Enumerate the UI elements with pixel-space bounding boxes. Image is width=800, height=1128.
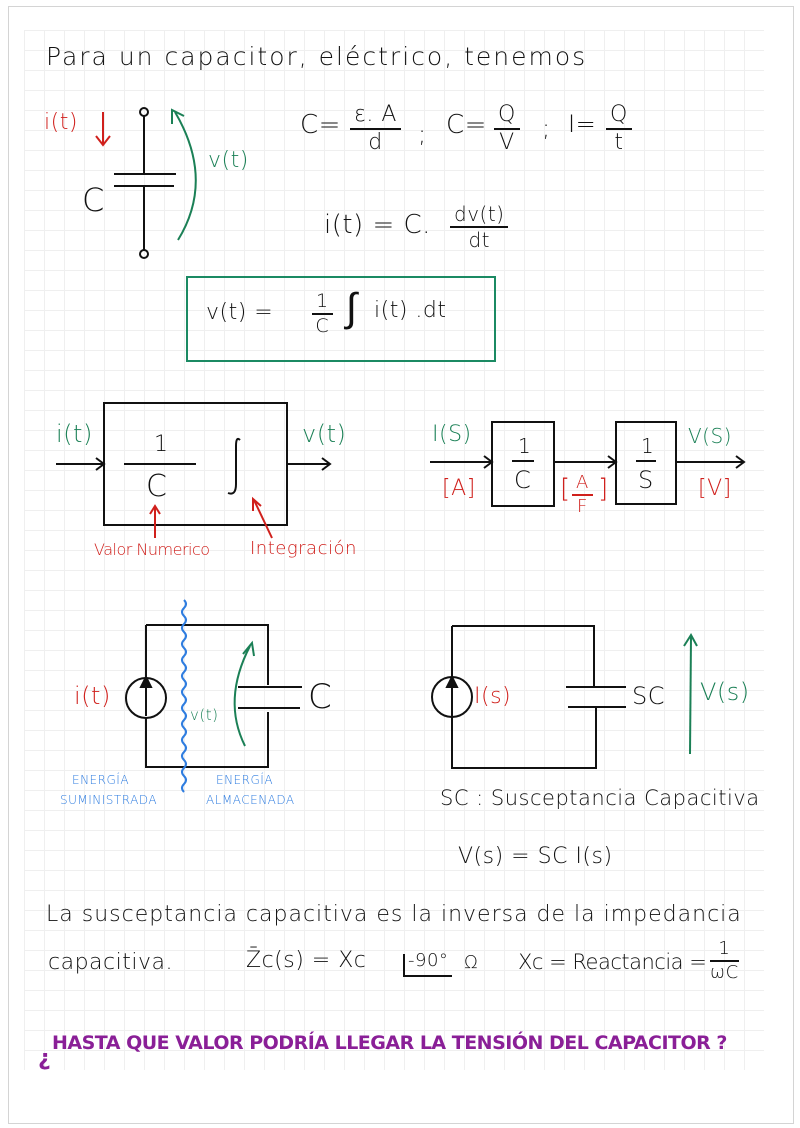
- boxed-eq-lhs: v(t) =: [206, 300, 274, 325]
- energy-stored-line2: ALMACENADA: [206, 793, 295, 807]
- fraction-numerator: dv(t): [454, 202, 505, 226]
- question-text: HASTA QUE VALOR PODRÍA LLEGAR LA TENSIÓN…: [52, 1032, 727, 1054]
- fraction-numerator: Q: [498, 102, 516, 127]
- energy-stored-line1: ENERGÍA: [216, 773, 274, 787]
- paragraph-line2-start: capacitiva.: [48, 950, 173, 975]
- block2-den: S: [638, 466, 654, 494]
- boxed-eq-rhs: i(t) .dt: [374, 298, 447, 323]
- angle-symbol-icon: [403, 954, 452, 977]
- block1-den: C: [514, 466, 532, 494]
- unit-output: [V]: [698, 476, 732, 501]
- cap-label: C: [308, 677, 333, 717]
- fraction-numerator: 1: [316, 290, 329, 312]
- formula-current-fraction: Q t: [606, 104, 632, 154]
- time-block-diagram: [56, 402, 332, 526]
- fraction-numerator: ε. A: [354, 102, 397, 127]
- voltage-label: v(t): [208, 148, 249, 173]
- laplace-source-label: I(s): [474, 684, 512, 709]
- cap-voltage-label: v(t): [190, 706, 219, 724]
- unit-mid-close-bracket: ]: [598, 474, 609, 504]
- fraction-denominator: t: [614, 130, 624, 155]
- laplace-output-label: V(S): [688, 424, 732, 448]
- energy-supplied-line1: ENERGÍA: [72, 773, 130, 787]
- fraction-denominator: d: [368, 130, 383, 155]
- block-output-label: v(t): [302, 420, 347, 448]
- laplace-block-diagram: [430, 421, 746, 507]
- page-title: Para un capacitor, eléctrico, tenemos: [46, 42, 588, 71]
- unit-mid-open-bracket: [: [560, 474, 571, 504]
- block2-num: 1: [641, 434, 655, 458]
- formula-current-lhs: I=: [568, 110, 597, 138]
- fraction-bar: [312, 313, 333, 315]
- question-open-mark: ¿: [38, 1046, 52, 1071]
- block-frac-den: C: [146, 469, 168, 504]
- impedance-angle: -90°: [408, 950, 449, 971]
- laplace-relation: V(s) = SC I(s): [458, 844, 613, 869]
- laplace-cap-label: SC: [632, 682, 665, 710]
- fraction-bar: [494, 128, 520, 130]
- separator: ;: [542, 114, 551, 142]
- current-source-icon: [431, 674, 473, 718]
- formula-diff-lhs: i(t) = C.: [324, 210, 431, 240]
- voltage-arc-arrow-icon: [171, 108, 197, 241]
- grid-background: [24, 30, 764, 1070]
- fraction-numerator: A: [576, 472, 589, 493]
- fraction-denominator: dt: [468, 228, 491, 252]
- source-current-label: i(t): [74, 682, 111, 710]
- laplace-input-label: I(S): [432, 422, 472, 447]
- annotation-integration: Integración: [250, 538, 357, 559]
- boxed-equation: [186, 276, 496, 362]
- reactance-fraction: 1 ωC: [710, 940, 739, 982]
- capacitor-symbol: [114, 107, 176, 259]
- fraction-denominator: V: [499, 130, 515, 155]
- fraction-denominator: ωC: [710, 962, 739, 983]
- energy-supplied-line2: SUMINISTRADA: [60, 793, 158, 807]
- fraction-bar: [710, 960, 739, 962]
- impedance-unit: Ω: [464, 952, 479, 973]
- susceptance-definition: SC : Susceptancia Capacitiva: [440, 786, 760, 810]
- fraction-numerator: Q: [610, 102, 628, 127]
- impedance-lhs: Z̄c(s) = Xc: [246, 948, 367, 973]
- voltage-arc-arrow-icon: [233, 640, 255, 747]
- block-frac-num: 1: [154, 432, 169, 457]
- current-source-icon: [125, 674, 167, 719]
- fraction-bar: [350, 128, 401, 130]
- laplace-voltage-label: V(s): [700, 678, 750, 706]
- formula-cap-geom-fraction: ε. A d: [350, 104, 401, 154]
- unit-input: [A]: [442, 476, 476, 501]
- fraction-denominator: F: [576, 496, 588, 517]
- integral-symbol: ∫: [346, 285, 358, 331]
- annotation-value: Valor Numerico: [94, 540, 210, 559]
- time-circuit: [145, 624, 302, 768]
- formula-diff-fraction: dv(t) dt: [450, 202, 509, 252]
- current-arrow-icon: [95, 112, 111, 147]
- fraction-bar: [450, 226, 509, 228]
- formula-cap-charge-fraction: Q V: [494, 104, 520, 154]
- formula-cap-charge-lhs: C=: [446, 110, 487, 140]
- paragraph-line1: La susceptancia capacitiva es la inversa…: [46, 902, 742, 927]
- annotation-arrows: [149, 496, 273, 539]
- voltage-arrow-icon: [683, 633, 698, 755]
- formula-cap-geom-lhs: C=: [300, 110, 341, 140]
- unit-mid-fraction: A F: [572, 474, 593, 516]
- reactance-lhs: Xc = Reactancia =: [518, 950, 707, 974]
- fraction-numerator: 1: [718, 938, 731, 959]
- separator: ;: [418, 120, 427, 148]
- fraction-bar: [572, 494, 593, 496]
- fraction-bar: [606, 128, 632, 130]
- block1-num: 1: [518, 434, 532, 458]
- block-input-label: i(t): [56, 420, 93, 448]
- fraction-denominator: C: [315, 315, 330, 337]
- capacitor-label: C: [82, 181, 105, 219]
- energy-boundary-wavy-line: [181, 599, 187, 793]
- boxed-eq-fraction: 1 C: [312, 292, 333, 336]
- current-label: i(t): [44, 110, 78, 135]
